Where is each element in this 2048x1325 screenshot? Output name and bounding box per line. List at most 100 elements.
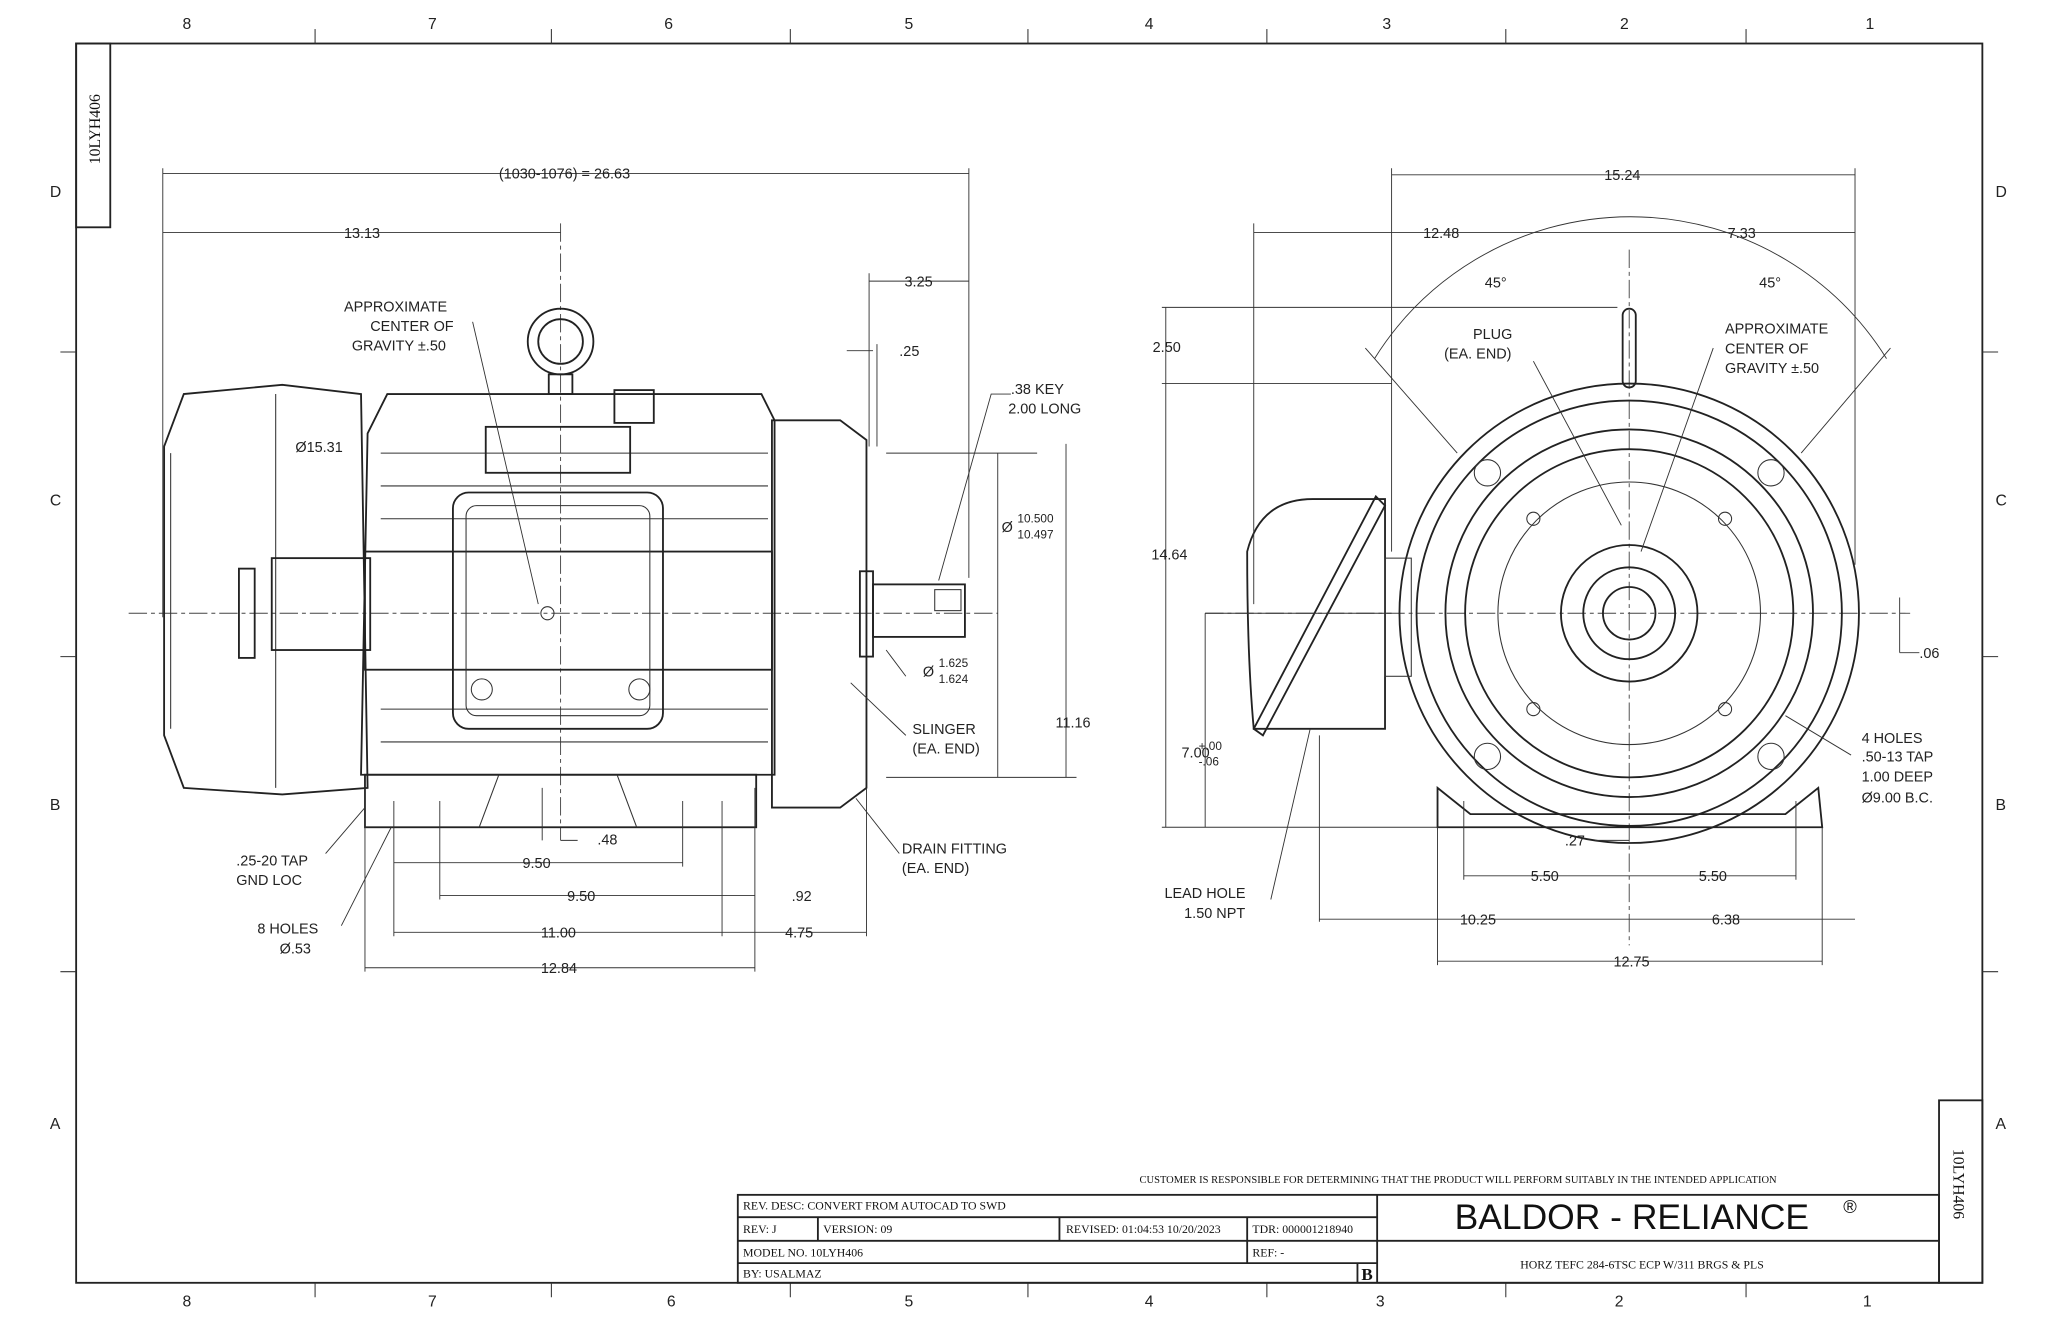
dimension-label: Ø.53 <box>280 941 311 957</box>
dimension-label: 11.16 <box>1056 715 1091 731</box>
dimension-label: 3.25 <box>905 274 933 290</box>
grid-row-right: B <box>1995 797 2006 814</box>
dimension-label: 12.48 <box>1423 226 1459 242</box>
dimension-label: GRAVITY ±.50 <box>1725 361 1819 377</box>
dimension-label: 2.00 LONG <box>1008 402 1081 418</box>
grid-column-top: 2 <box>1620 16 1629 33</box>
dimension-label: DRAIN FITTING <box>902 842 1007 858</box>
end-view <box>1161 168 1920 966</box>
title-block: CUSTOMER IS RESPONSIBLE FOR DETERMINING … <box>736 1175 1940 1284</box>
grid-column-top: 8 <box>182 16 191 33</box>
grid-column-bottom: 8 <box>182 1293 191 1310</box>
registered-mark: ® <box>1843 1196 1857 1217</box>
dimension-label: 1.00 DEEP <box>1862 769 1933 785</box>
dimension-label: 5.50 <box>1699 869 1727 885</box>
grid-row-right: A <box>1995 1116 2006 1133</box>
dimension-label: (EA. END) <box>912 742 979 758</box>
dimension-label: 7.00 <box>1182 746 1210 762</box>
dimension-label: 9.50 <box>523 856 551 872</box>
dimension-label: SLINGER <box>912 722 975 738</box>
dimension-label: 12.84 <box>541 961 577 977</box>
dimension-label: 13.13 <box>344 226 380 242</box>
brand-logo: BALDOR - RELIANCE <box>1455 1197 1809 1237</box>
dimension-label: (1030-1076) = 26.63 <box>499 167 630 183</box>
grid-column-top: 7 <box>428 16 437 33</box>
dimension-label: 45° <box>1485 276 1507 292</box>
dimension-label: .48 <box>597 832 617 848</box>
grid-row-right: D <box>1995 184 2006 201</box>
motor-description: HORZ TEFC 284-6TSC ECP W/311 BRGS & PLS <box>1520 1257 1764 1271</box>
grid-column-bottom: 3 <box>1376 1293 1385 1310</box>
dimension-label: .92 <box>792 889 812 905</box>
dimension-label: .25-20 TAP <box>236 853 308 869</box>
dimension-label: +.00 <box>1199 739 1223 753</box>
model-no: MODEL NO. 10LYH406 <box>743 1246 863 1260</box>
dimension-label: LEAD HOLE <box>1164 886 1245 902</box>
dimension-label: Ø9.00 B.C. <box>1862 790 1933 806</box>
revised: REVISED: 01:04:53 10/20/2023 <box>1066 1222 1221 1236</box>
dimension-label: 1.50 NPT <box>1184 906 1245 922</box>
dimension-label: 4.75 <box>785 926 813 942</box>
dimension-label: CENTER OF <box>1725 341 1809 357</box>
sheet-size: B <box>1361 1265 1372 1284</box>
grid-row-left: D <box>50 184 61 201</box>
grid-column-bottom: 2 <box>1615 1293 1624 1310</box>
grid-row-left: C <box>50 493 61 510</box>
dimension-label: Ø <box>923 664 934 680</box>
dimension-label: .27 <box>1565 834 1585 850</box>
grid-column-top: 3 <box>1382 16 1391 33</box>
dimension-label: (EA. END) <box>1444 347 1511 363</box>
dimension-label: 8 HOLES <box>257 922 318 938</box>
rev: REV: J <box>743 1222 777 1236</box>
disclaimer: CUSTOMER IS RESPONSIBLE FOR DETERMINING … <box>1140 1175 1778 1186</box>
dimension-label: .38 KEY <box>1011 382 1064 398</box>
dimension-label: .06 <box>1919 646 1939 662</box>
dimension-label: 2.50 <box>1153 340 1181 356</box>
grid-row-right: C <box>1995 493 2006 510</box>
grid-row-left: B <box>50 797 61 814</box>
dimension-label: 14.64 <box>1151 547 1187 563</box>
dimension-label: 10.500 <box>1017 512 1054 526</box>
dimension-label: 5.50 <box>1531 869 1559 885</box>
grid-column-bottom: 7 <box>428 1293 437 1310</box>
dimension-label: APPROXIMATE <box>344 299 448 315</box>
dimension-label: (EA. END) <box>902 861 969 877</box>
dimension-label: 11.00 <box>541 926 576 942</box>
drawing-number-box-bottom <box>1938 1099 1984 1284</box>
dimension-label: GND LOC <box>236 873 302 889</box>
dimension-label: 7.33 <box>1728 226 1756 242</box>
dimension-label: 1.625 <box>939 656 969 670</box>
tdr: TDR: 000001218940 <box>1252 1222 1353 1236</box>
grid-column-bottom: 6 <box>667 1293 676 1310</box>
drawing-number-bottom: 10LYH406 <box>1949 1149 1966 1219</box>
grid-column-top: 6 <box>664 16 673 33</box>
grid-column-top: 5 <box>905 16 914 33</box>
dimension-label: Ø15.31 <box>295 440 342 456</box>
dimension-label: GRAVITY ±.50 <box>352 339 446 355</box>
dimension-label: 45° <box>1759 276 1781 292</box>
grid-column-bottom: 4 <box>1145 1293 1154 1310</box>
dimension-label: APPROXIMATE <box>1725 322 1829 338</box>
grid-column-top: 4 <box>1145 16 1154 33</box>
dimension-label: 10.497 <box>1017 527 1053 541</box>
dimension-label: 10.25 <box>1460 912 1496 928</box>
dimension-label: .25 <box>899 344 919 360</box>
rev-desc: REV. DESC: CONVERT FROM AUTOCAD TO SWD <box>743 1198 1006 1212</box>
dimension-label: 6.38 <box>1712 912 1740 928</box>
grid-row-left: A <box>50 1116 61 1133</box>
dimension-label: Ø <box>1002 520 1013 536</box>
drawing-number-box-top <box>75 42 112 229</box>
grid-column-bottom: 5 <box>905 1293 914 1310</box>
dimension-label: CENTER OF <box>370 319 454 335</box>
side-view-labels: (1030-1076) = 26.63 13.13 3.25 .25 APPROXIMA… <box>236 167 1090 977</box>
version: VERSION: 09 <box>823 1222 892 1236</box>
dimension-label: PLUG <box>1473 327 1512 343</box>
ref: REF: - <box>1252 1246 1284 1260</box>
dimension-label: -.06 <box>1199 755 1220 769</box>
dimension-label: 1.624 <box>939 672 969 686</box>
side-view <box>128 168 1077 972</box>
grid-column-bottom: 1 <box>1863 1293 1872 1310</box>
